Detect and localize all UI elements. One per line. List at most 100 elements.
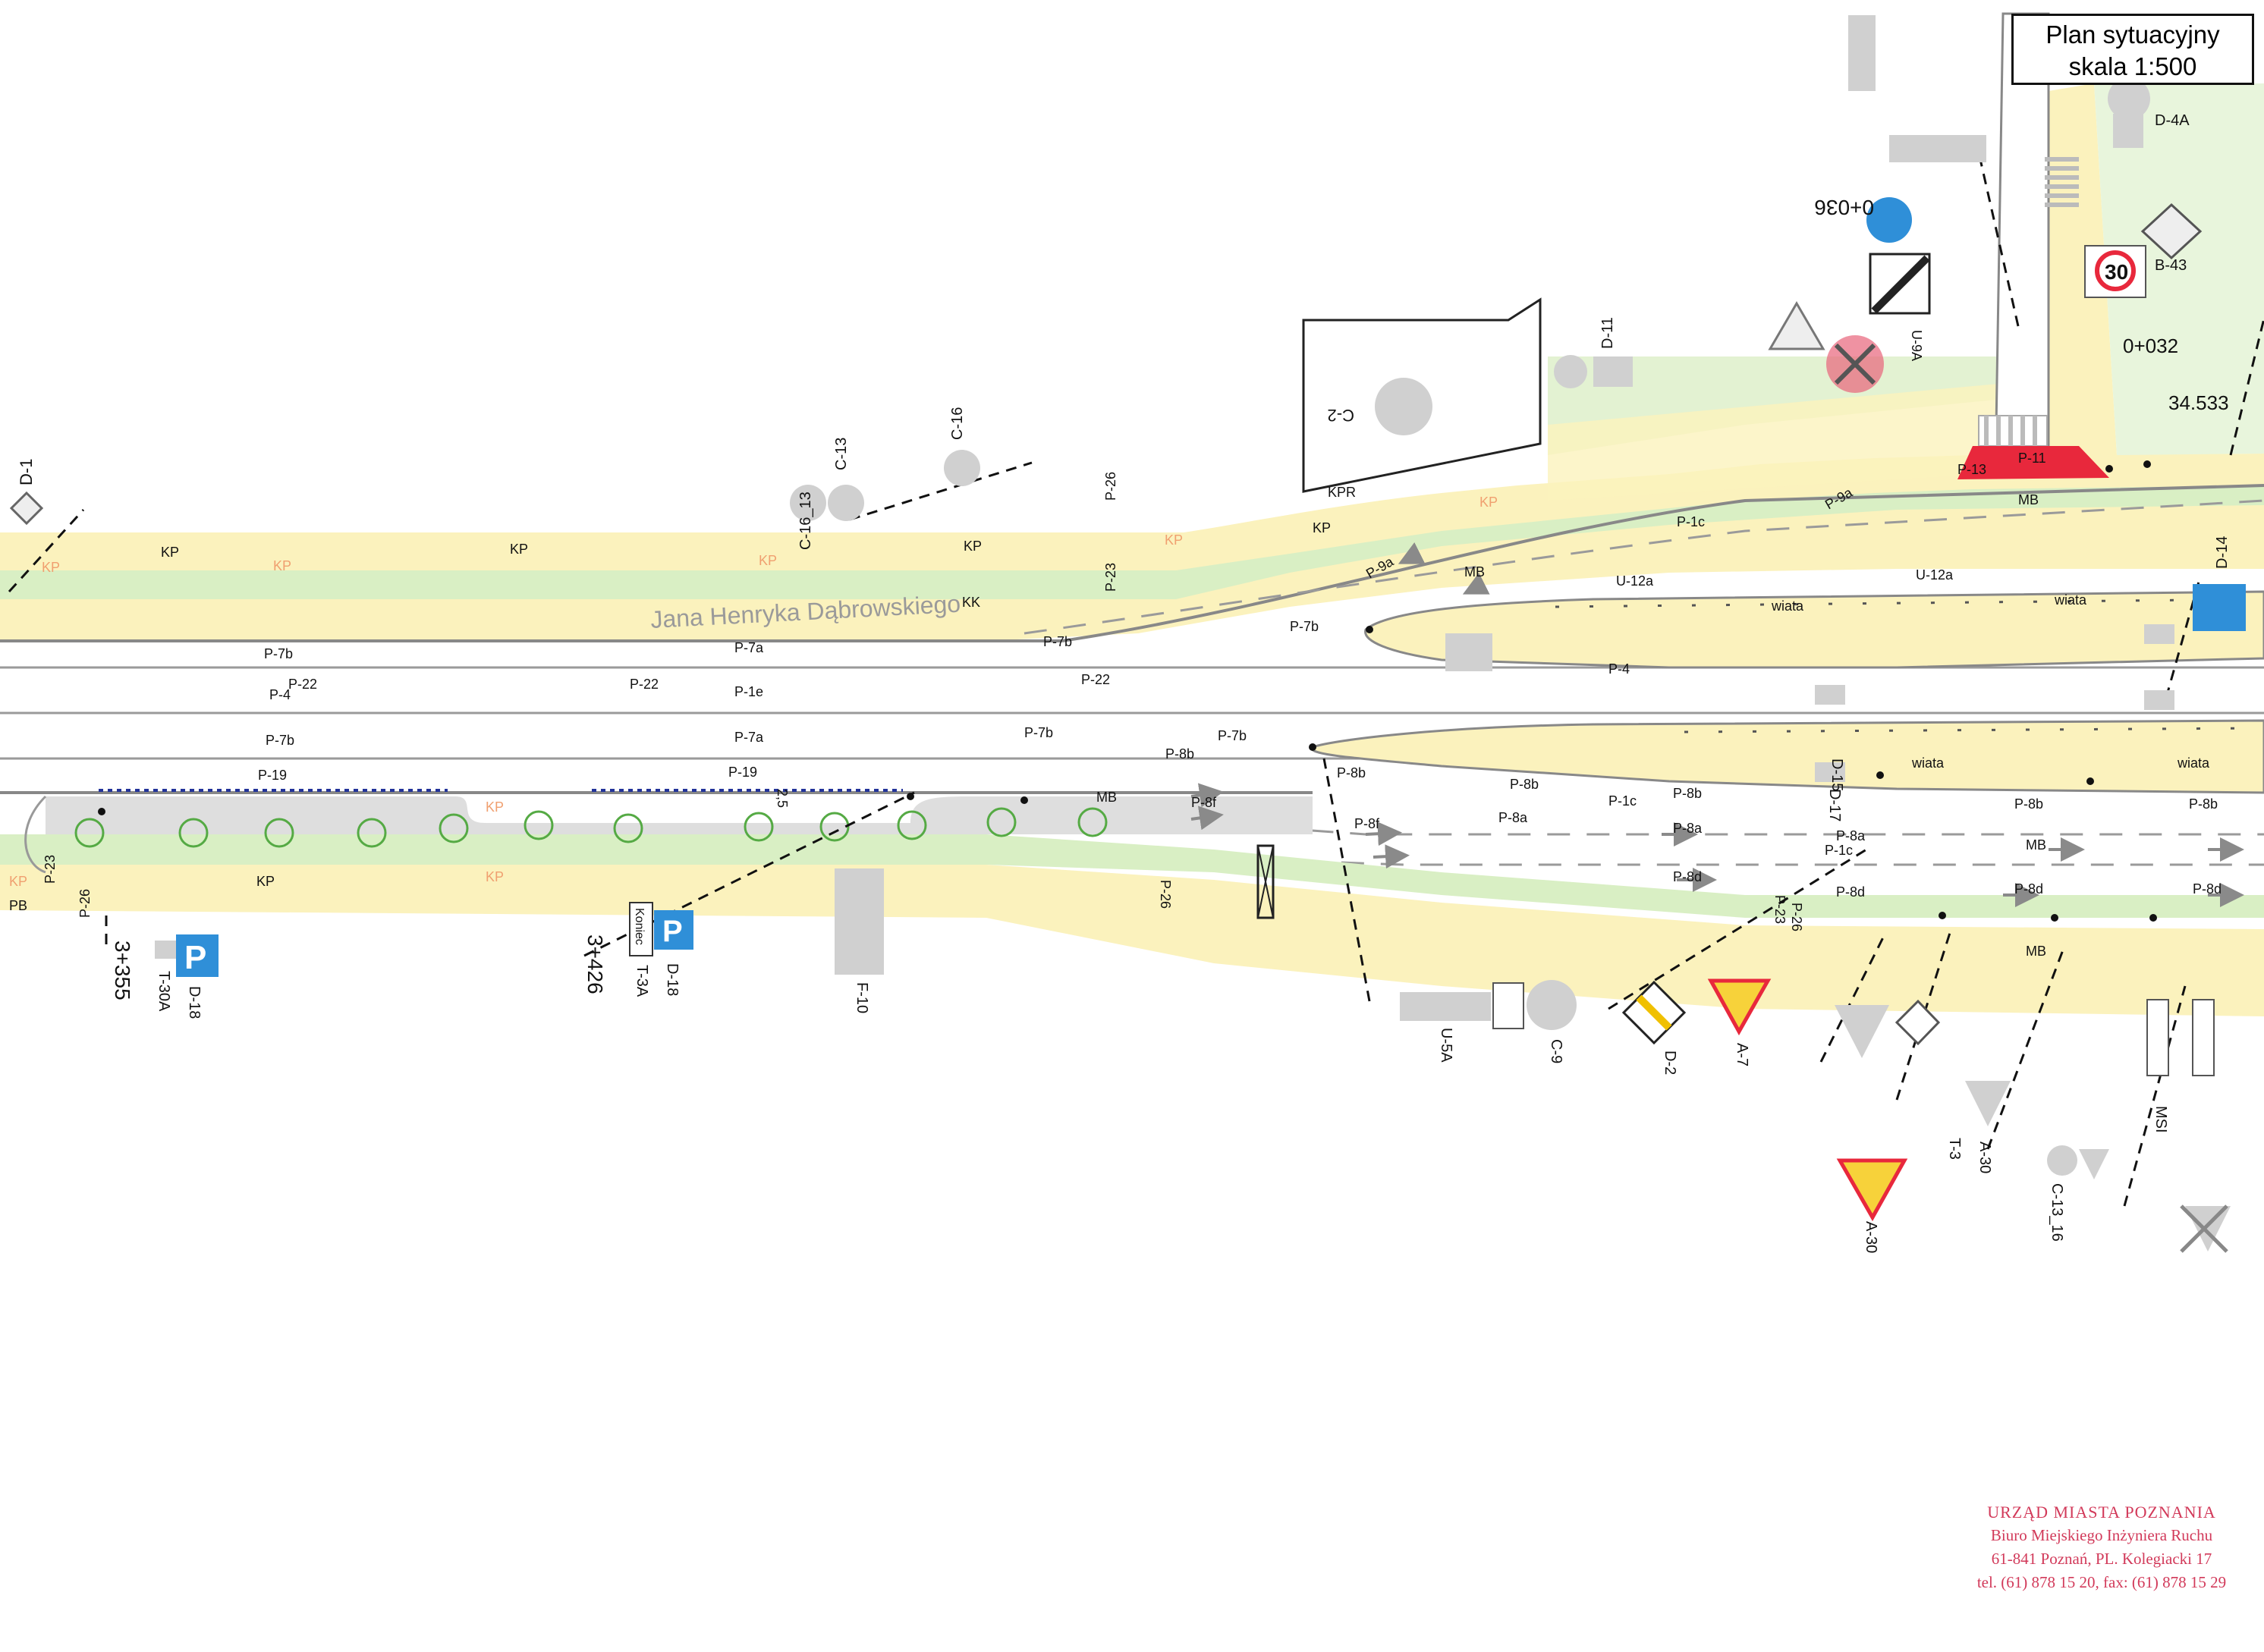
svg-text:KP: KP — [1479, 495, 1498, 510]
dashed-lower-1 — [1152, 818, 2264, 836]
svg-text:P-8b: P-8b — [2014, 796, 2043, 812]
svg-text:MB: MB — [2026, 944, 2046, 959]
svg-text:MB: MB — [2026, 837, 2046, 853]
svg-text:KP: KP — [486, 869, 504, 884]
svg-text:D-17: D-17 — [1826, 789, 1843, 821]
svg-text:A-30: A-30 — [1863, 1221, 1879, 1253]
tree-4 — [357, 818, 387, 848]
tree-7 — [613, 813, 643, 843]
svg-text:P-4: P-4 — [1608, 661, 1630, 677]
svg-text:D-18: D-18 — [186, 986, 203, 1019]
tree-10 — [897, 810, 927, 840]
tree-11 — [986, 807, 1017, 837]
svg-text:A-30: A-30 — [1976, 1142, 1993, 1173]
sign-d1-diamond-right — [2140, 203, 2203, 260]
svg-text:P-7a: P-7a — [734, 730, 764, 745]
svg-text:U-9A: U-9A — [1909, 330, 1924, 361]
svg-text:P-8b: P-8b — [1673, 786, 1702, 801]
plan-scale: skala 1:500 — [2068, 52, 2197, 80]
svg-text:P-8d: P-8d — [2193, 881, 2222, 897]
parking-sign-right: P Koniec D-18 T-3A — [629, 902, 693, 997]
chainage-34-533: 34.533 — [2168, 391, 2229, 414]
svg-text:D-1: D-1 — [17, 459, 36, 485]
svg-text:KP: KP — [510, 542, 528, 557]
svg-text:T-30A: T-30A — [156, 971, 172, 1012]
tree-5 — [439, 813, 469, 843]
sign-d15-d17: D-15 D-17 — [1815, 624, 2174, 821]
right-vertical-sidewalk — [2049, 83, 2117, 470]
svg-text:P-8a: P-8a — [1673, 821, 1703, 836]
svg-text:30: 30 — [2105, 260, 2128, 284]
lower-curb — [24, 795, 47, 874]
stamp-address: 61-841 Poznań, PL. Kolegiacki 17 — [1991, 1550, 2212, 1568]
sign-d2-a7: D-2 A-7 — [1621, 978, 1772, 1075]
svg-text:P-8d: P-8d — [1836, 884, 1865, 900]
svg-text:P-8d: P-8d — [2014, 881, 2043, 897]
svg-text:MB: MB — [1096, 790, 1117, 805]
svg-text:C-13_16: C-13_16 — [2049, 1183, 2065, 1242]
right-green-field — [2094, 83, 2264, 455]
sign-a7-crossed — [2180, 1204, 2231, 1253]
svg-text:P-26: P-26 — [1158, 880, 1173, 909]
svg-text:P-8b: P-8b — [1165, 746, 1194, 762]
sign-b43-speed: 30 B-43 — [2084, 245, 2187, 298]
sign-d4a: D-4A — [2108, 77, 2190, 148]
svg-text:B-43: B-43 — [2155, 257, 2187, 274]
tree-9 — [819, 812, 850, 842]
svg-text:P-22: P-22 — [288, 677, 317, 692]
sign-u5a: U-5A C-9 — [1400, 980, 1577, 1063]
svg-text:P-8a: P-8a — [1498, 810, 1528, 825]
svg-text:P-26: P-26 — [1789, 903, 1804, 931]
svg-text:P-23: P-23 — [1103, 563, 1118, 592]
svg-text:D-2: D-2 — [1662, 1051, 1678, 1075]
svg-text:P-8b: P-8b — [2189, 796, 2218, 812]
svg-text:D-14: D-14 — [2214, 536, 2231, 569]
sign-no-overtaking — [1869, 253, 1931, 315]
orange-kp-labels: KP KP KP KP KP KP KP KP — [9, 495, 1498, 889]
chainage-0-032: 0+032 — [2123, 334, 2178, 357]
svg-text:P-23: P-23 — [1772, 895, 1788, 924]
upper-side-sidewalk — [1548, 379, 2049, 501]
svg-text:P-11: P-11 — [2018, 451, 2046, 466]
sign-a30-t3: A-30 T-3 C-13_16 A-30 — [1836, 1081, 2109, 1253]
office-stamp: URZĄD MIASTA POZNANIA Biuro Miejskiego I… — [1950, 1500, 2253, 1594]
svg-text:P-22: P-22 — [1081, 672, 1110, 687]
lower-green-strip — [0, 834, 2264, 918]
svg-text:MB: MB — [1464, 564, 1485, 579]
lane-arrows — [1190, 542, 2244, 907]
lower-sidewalk — [0, 865, 2264, 1016]
svg-text:KP: KP — [759, 553, 777, 568]
sign-b35-no-parking — [1768, 301, 1884, 393]
red-crossing-area — [1957, 446, 2109, 479]
svg-text:C-13: C-13 — [833, 438, 850, 470]
svg-text:P: P — [184, 939, 206, 976]
crossing-upper-right — [2045, 157, 2079, 207]
tree-8 — [744, 812, 774, 842]
svg-text:KP: KP — [1165, 532, 1183, 548]
plan-title: Plan sytuacyjny — [2045, 20, 2220, 49]
svg-text:P-8f: P-8f — [1191, 795, 1217, 810]
trees — [74, 807, 1108, 848]
svg-text:KPR: KPR — [1328, 485, 1356, 500]
svg-text:P-1e: P-1e — [734, 684, 763, 699]
svg-text:KP: KP — [161, 545, 179, 560]
svg-text:P-13: P-13 — [1957, 462, 1986, 477]
svg-text:P-7a: P-7a — [734, 640, 764, 655]
svg-text:P-19: P-19 — [728, 765, 757, 780]
crossing-top — [1957, 415, 2109, 479]
curb-top-right — [1061, 484, 2264, 642]
svg-text:KP: KP — [486, 799, 504, 815]
tree-6 — [524, 810, 554, 840]
sign-hatched-box — [1256, 844, 1275, 919]
svg-text:P-1c: P-1c — [1825, 843, 1853, 858]
svg-text:D-15: D-15 — [1828, 758, 1845, 791]
svg-text:F-10: F-10 — [854, 982, 870, 1013]
sign-d11: D-11 — [1445, 317, 1633, 671]
svg-text:P-8b: P-8b — [1337, 765, 1366, 780]
svg-text:Koniec: Koniec — [633, 908, 646, 945]
svg-text:KP: KP — [964, 539, 982, 554]
svg-text:wiata: wiata — [1911, 755, 1945, 771]
sign-c2-arrow: C-2 — [1328, 378, 1432, 435]
central-island-right — [1310, 719, 2264, 794]
svg-text:D-18: D-18 — [664, 963, 681, 996]
